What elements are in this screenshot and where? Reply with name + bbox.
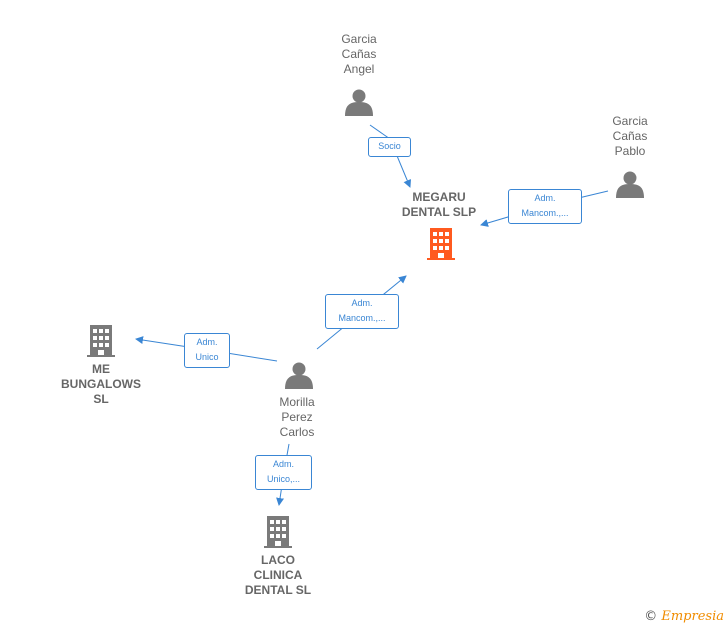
edge-label-pablo-adm-mancom[interactable]: Adm. Mancom.,... <box>508 189 582 224</box>
edge-label-socio[interactable]: Socio <box>368 137 411 157</box>
node-label-garcia-angel[interactable]: Garcia Cañas Angel <box>341 32 377 76</box>
edge-label-adm-unico[interactable]: Adm. Unico <box>184 333 230 368</box>
copyright-icon: © <box>644 609 658 624</box>
node-label-me-bungalows[interactable]: ME BUNGALOWS SL <box>61 362 141 406</box>
node-label-megaru[interactable]: MEGARU DENTAL SLP <box>401 190 477 219</box>
building-icon-megaru <box>427 228 455 260</box>
person-icon-morilla <box>285 362 313 389</box>
node-label-morilla[interactable]: Morilla Perez Carlos <box>279 395 315 439</box>
node-label-garcia-pablo[interactable]: Garcia Cañas Pablo <box>612 114 648 158</box>
person-icon-garcia-angel <box>345 89 373 116</box>
edge-label-morilla-adm-mancom[interactable]: Adm. Mancom.,... <box>325 294 399 329</box>
node-label-laco[interactable]: LACO CLINICA DENTAL SL <box>244 553 312 597</box>
building-icon-laco <box>264 516 292 548</box>
footer-credit: © Empresia <box>644 609 724 624</box>
person-icon-garcia-pablo <box>616 171 644 198</box>
building-icon-me-bungalows <box>87 325 115 357</box>
edge-label-adm-unico-etc[interactable]: Adm. Unico,... <box>255 455 312 490</box>
brand-logo: Empresia <box>661 609 724 624</box>
